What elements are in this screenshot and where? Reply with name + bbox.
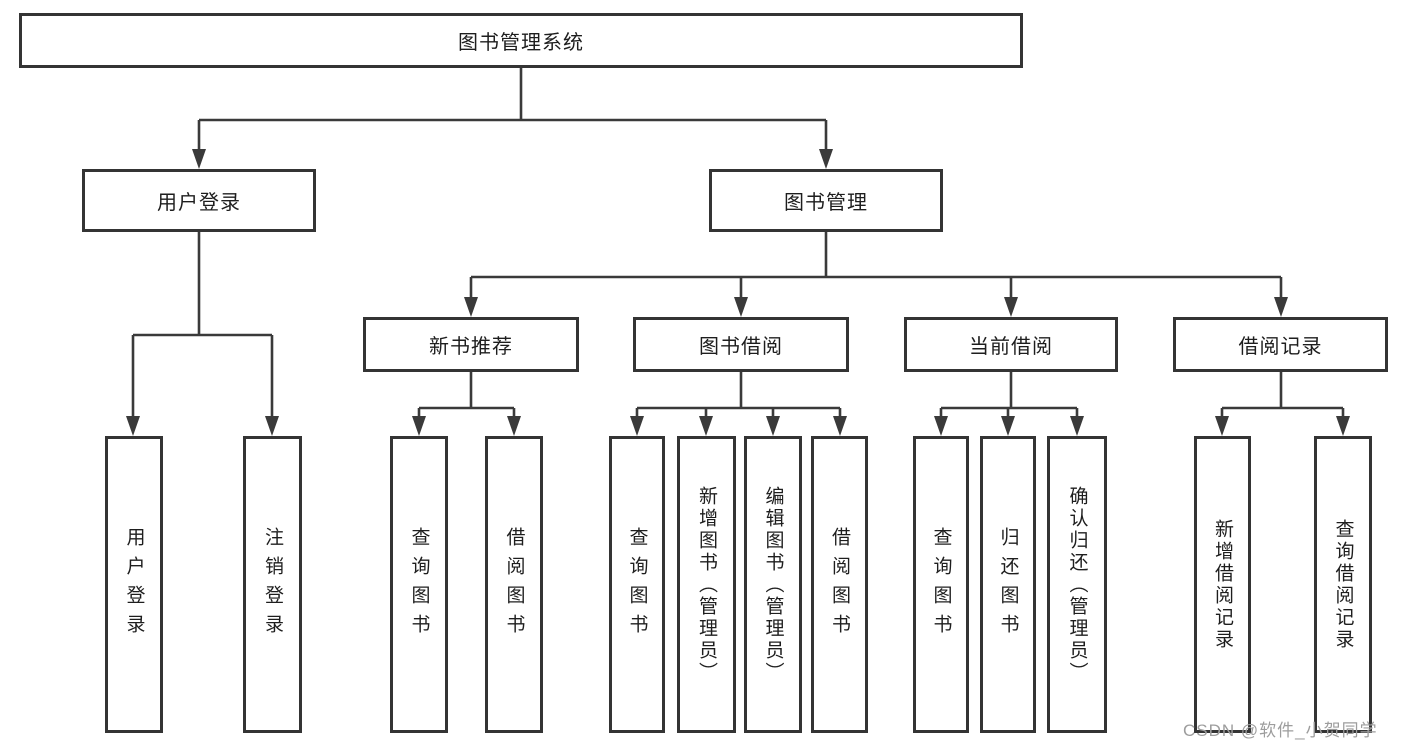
csdn-watermark: CSDN @软件_小贺同学: [1183, 721, 1378, 740]
leaf-label: 借阅图书: [829, 526, 850, 643]
leaf-label: 归还图书: [997, 526, 1019, 643]
leaf-label: 新增借阅记录: [1212, 518, 1233, 651]
leaf-user-login: 用户登录: [105, 436, 163, 733]
leaf-logout: 注销登录: [243, 436, 302, 733]
node-new-book-recommend: 新书推荐: [363, 317, 579, 372]
leaf-borrow-book: 借阅图书: [811, 436, 868, 733]
leaf-add-borrow-record: 新增借阅记录: [1194, 436, 1251, 733]
node-book-borrowing: 图书借阅: [633, 317, 849, 372]
node-label: 新书推荐: [429, 336, 513, 358]
leaf-return-book: 归还图书: [980, 436, 1036, 733]
leaf-confirm-return-admin: 确认归还（管理员）: [1047, 436, 1107, 733]
node-user-login-branch: 用户登录: [82, 169, 316, 232]
leaf-label: 用户登录: [123, 526, 145, 643]
leaf-label: 编辑图书（管理员）: [762, 485, 784, 684]
leaf-query-borrow-record: 查询借阅记录: [1314, 436, 1372, 733]
leaf-label: 新增图书（管理员）: [696, 485, 717, 684]
leaf-query-books-current: 查询图书: [913, 436, 969, 733]
node-label: 图书管理: [784, 192, 868, 214]
leaf-query-books-recommend: 查询图书: [390, 436, 448, 733]
leaf-label: 查询图书: [930, 526, 952, 643]
leaf-label: 查询图书: [408, 526, 430, 643]
node-current-borrowing: 当前借阅: [904, 317, 1118, 372]
leaf-label: 确认归还（管理员）: [1066, 485, 1088, 684]
node-label: 用户登录: [157, 192, 241, 214]
node-label: 借阅记录: [1238, 336, 1323, 358]
leaf-label: 查询图书: [626, 526, 648, 643]
node-root-label: 图书管理系统: [458, 32, 584, 54]
node-book-management-branch: 图书管理: [709, 169, 943, 232]
leaf-query-books-borrow: 查询图书: [609, 436, 665, 733]
leaf-edit-book-admin: 编辑图书（管理员）: [744, 436, 802, 733]
leaf-label: 查询借阅记录: [1332, 518, 1354, 651]
leaf-add-book-admin: 新增图书（管理员）: [677, 436, 736, 733]
node-borrowing-records: 借阅记录: [1173, 317, 1388, 372]
node-root-system: 图书管理系统: [19, 13, 1023, 68]
node-label: 当前借阅: [969, 336, 1053, 358]
leaf-label: 借阅图书: [503, 526, 525, 643]
leaf-label: 注销登录: [262, 526, 283, 643]
node-label: 图书借阅: [699, 336, 783, 358]
leaf-borrow-books-recommend: 借阅图书: [485, 436, 543, 733]
